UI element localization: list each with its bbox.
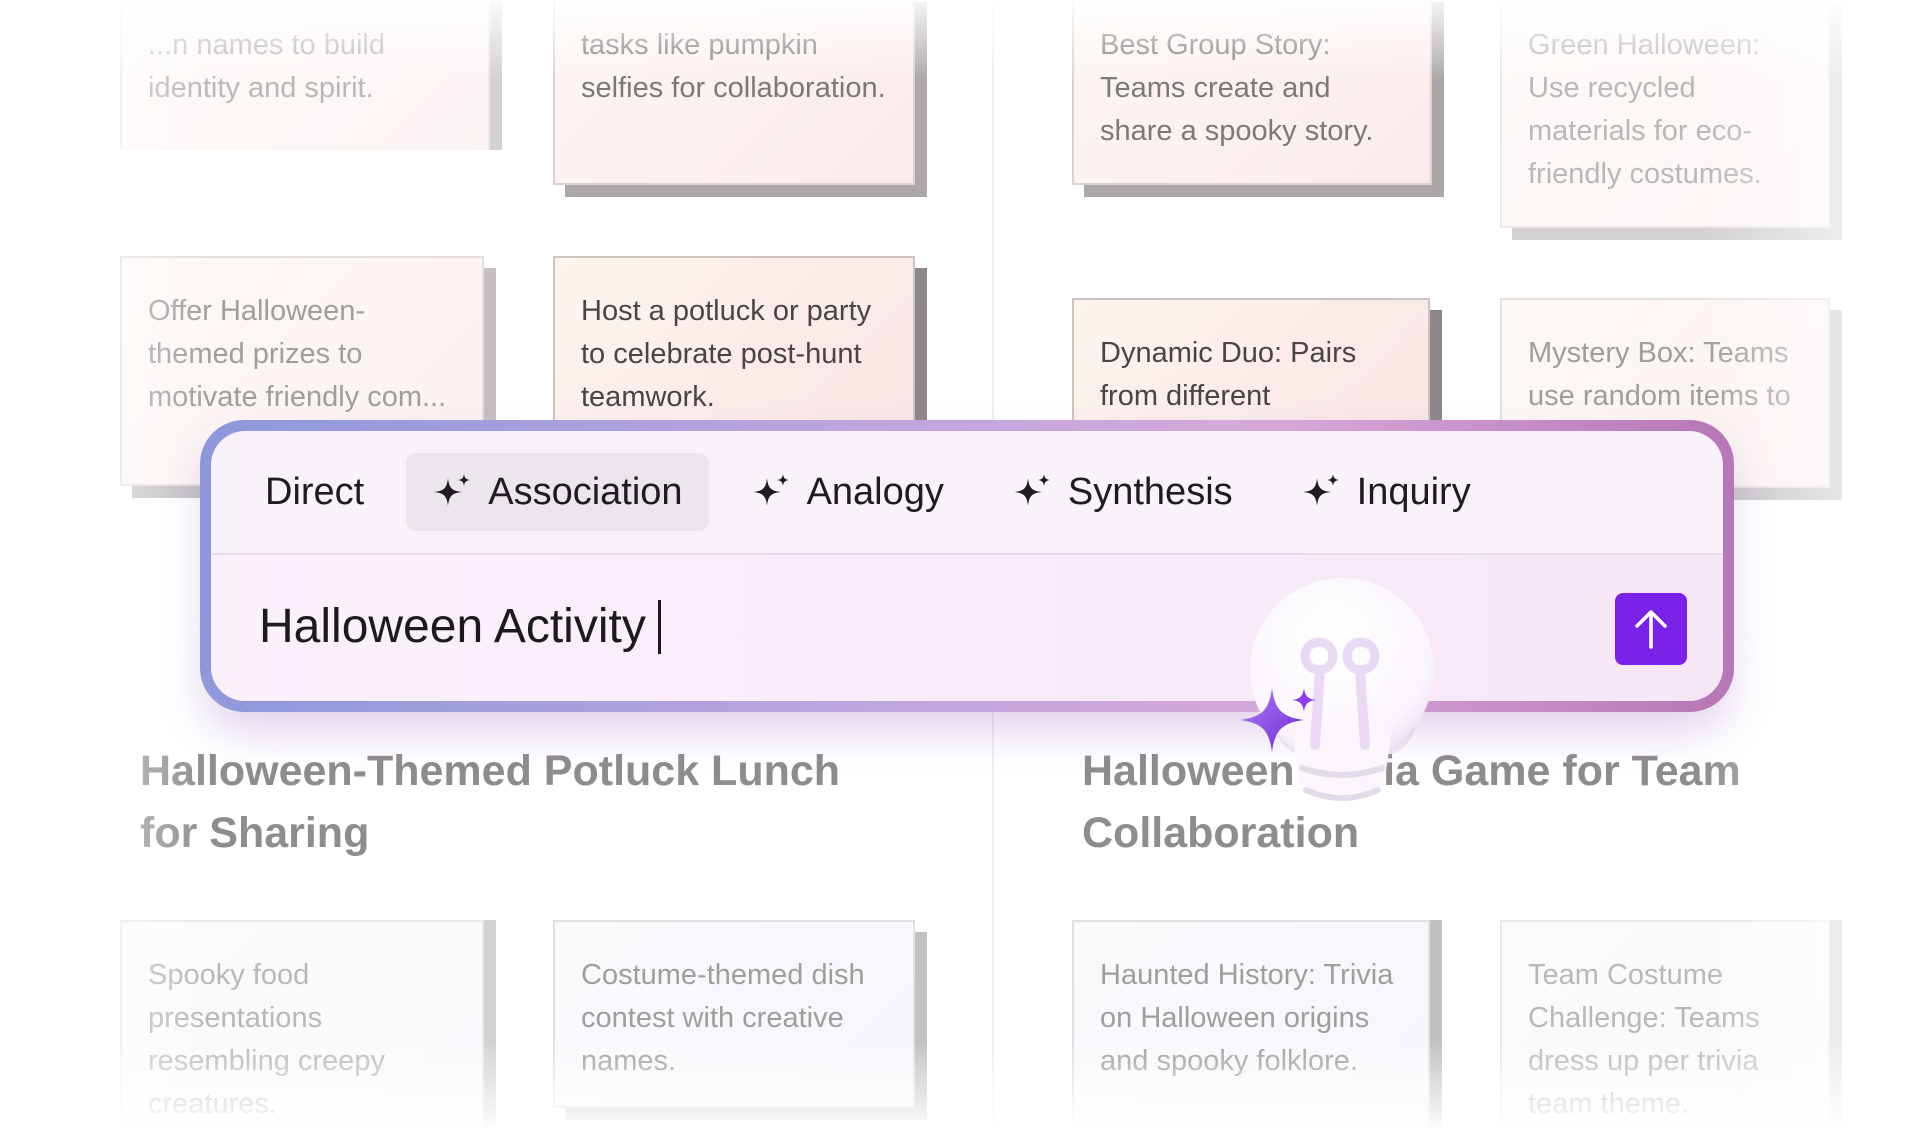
prompt-input[interactable]: Halloween Activity [259,599,661,654]
tab-association[interactable]: Association [406,453,709,531]
tab-label: Analogy [806,470,944,513]
idea-group-heading: Halloween-Themed Potluck Lunch for Shari… [140,747,841,857]
idea-card[interactable]: Haunted History: Trivia on Halloween ori… [1072,920,1430,1128]
sparkle-icon [1302,474,1339,506]
prompt-panel-body: Direct Association Analogy [211,431,1723,701]
mode-tabs: Direct Association Analogy [211,431,1723,555]
idea-card[interactable]: Costume-themed dish contest with creativ… [553,920,915,1108]
idea-card[interactable]: tasks like pumpkin selfies for collabora… [553,0,915,185]
arrow-up-icon [1635,610,1667,649]
tab-analogy[interactable]: Analogy [725,453,970,531]
idea-card-text: Team Costume Challenge: Teams dress up p… [1528,959,1760,1120]
tab-synthesis[interactable]: Synthesis [986,453,1259,531]
sparkle-icon [434,474,471,506]
idea-card[interactable]: Green Halloween: Use recycled materials … [1500,0,1830,228]
idea-card[interactable]: Best Group Story: Teams create and share… [1072,0,1432,185]
idea-card-text: Green Halloween: Use recycled materials … [1528,29,1762,190]
idea-card-text: Spooky food presentations resembling cre… [148,959,385,1120]
lightbulb-icon [1240,578,1434,801]
idea-card-text: Haunted History: Trivia on Halloween ori… [1100,959,1394,1077]
tab-label: Synthesis [1067,470,1233,513]
tab-label: Inquiry [1356,470,1471,513]
tab-label: Direct [265,470,365,513]
idea-card[interactable]: ...n names to build identity and spirit. [120,0,490,150]
idea-card-text: Offer Halloween-themed prizes to motivat… [148,295,447,413]
prompt-input-value: Halloween Activity [259,600,646,653]
sparkle-icon [1013,474,1050,506]
tab-inquiry[interactable]: Inquiry [1275,453,1497,531]
idea-card-text: tasks like pumpkin selfies for collabora… [581,29,886,104]
prompt-panel: Direct Association Analogy [200,420,1734,712]
idea-card[interactable]: Spooky food presentations resembling cre… [120,920,484,1128]
tab-label: Association [488,470,683,513]
tab-direct[interactable]: Direct [239,453,390,531]
text-caret [657,599,661,654]
idea-card-text: Host a potluck or party to celebrate pos… [581,295,872,413]
idea-card-text: Dynamic Duo: Pairs from different [1100,337,1357,412]
idea-card-text: Best Group Story: Teams create and share… [1100,29,1374,147]
idea-card-text: Costume-themed dish contest with creativ… [581,959,865,1077]
idea-card-text: ...n names to build identity and spirit. [148,29,385,104]
sparkle-icon [752,474,789,506]
send-button[interactable] [1615,593,1687,665]
idea-card[interactable]: Team Costume Challenge: Teams dress up p… [1500,920,1830,1128]
prompt-input-field[interactable]: Halloween Activity [211,555,1723,701]
